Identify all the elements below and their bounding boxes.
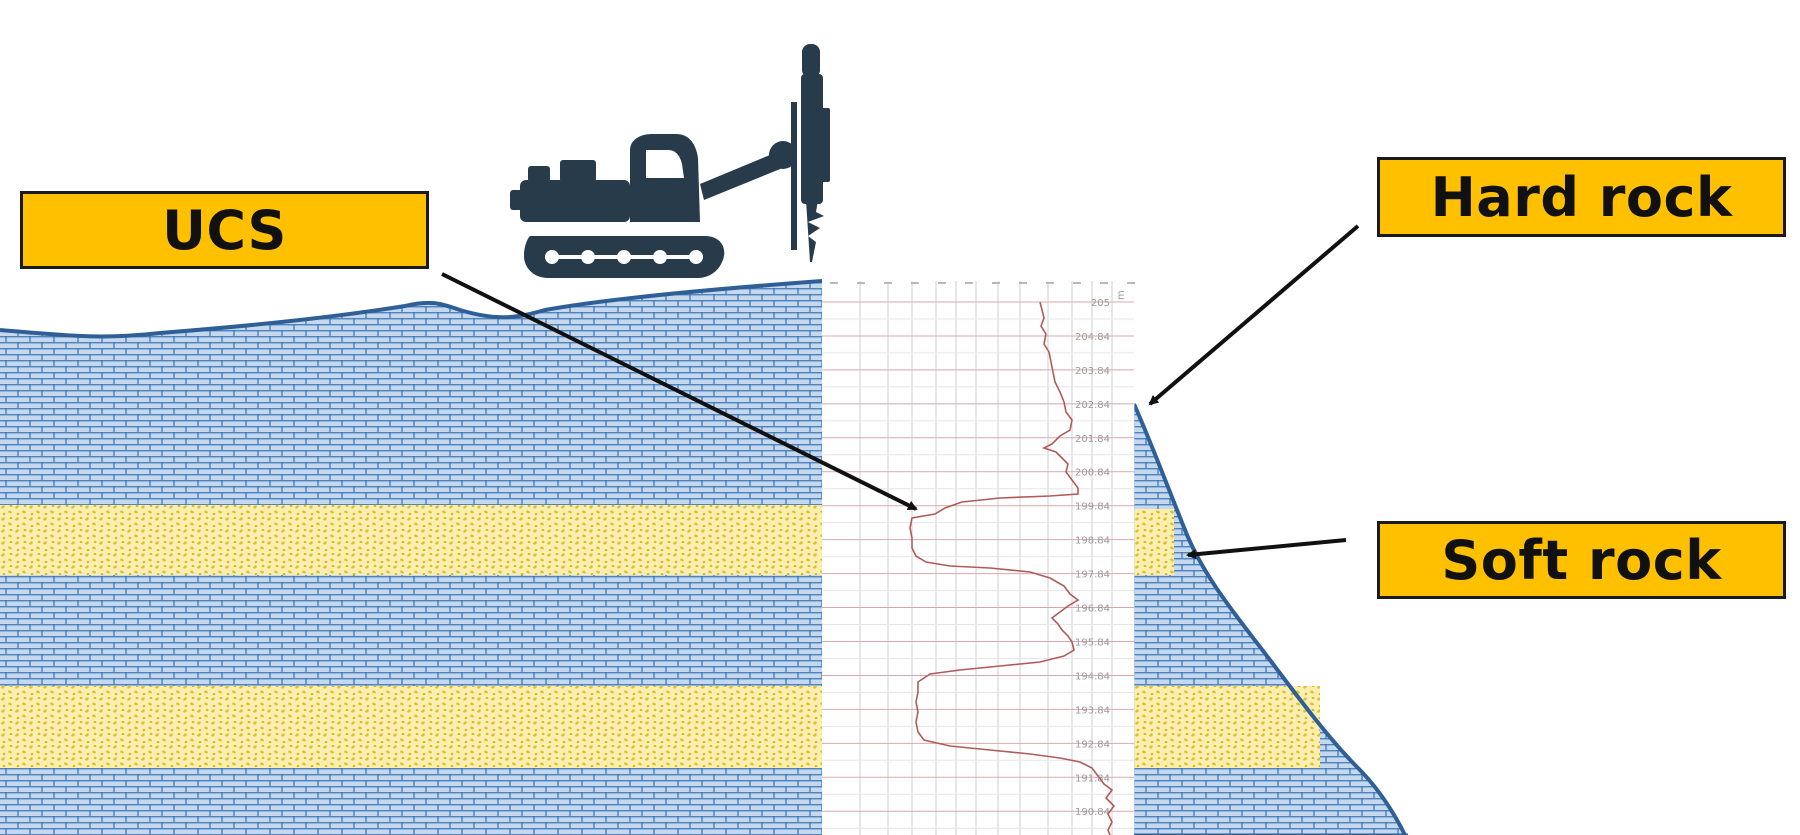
log-depth-tick-label: 204.84 (1075, 332, 1110, 343)
slope-line (1132, 403, 1407, 835)
drill-rig-icon (510, 44, 830, 278)
soft-rock-layer-right-upper (1134, 509, 1174, 575)
right-rock-section (1134, 404, 1405, 835)
ucs-curve (909, 301, 1116, 835)
ucs-leader-arrow (441, 272, 918, 511)
left-rock-section (0, 281, 822, 835)
ground-surface-line (0, 279, 823, 339)
log-depth-tick-label: 190.84 (1075, 807, 1110, 818)
log-depth-tick-label: 196.84 (1075, 604, 1110, 615)
soft-rock-layer-lower (0, 686, 822, 768)
soft-rock-label: Soft rock (1377, 521, 1786, 599)
log-depth-tick-label: 197.84 (1075, 570, 1110, 581)
log-depth-tick-label: 199.84 (1075, 502, 1110, 513)
log-depth-tick-label: 201.84 (1075, 434, 1110, 445)
log-depth-tick-label: 191.84 (1075, 773, 1110, 784)
hard-rock-label: Hard rock (1377, 157, 1786, 237)
log-depth-tick-label: 205 (1091, 298, 1110, 309)
log-depth-tick-label: 202.84 (1075, 400, 1110, 411)
log-background (822, 281, 1134, 835)
log-depth-tick-label: 195.84 (1075, 637, 1110, 648)
soft-rock-leader-arrow (1186, 538, 1347, 560)
log-depth-tick-label: 200.84 (1075, 468, 1110, 479)
log-depth-tick-label: 192.84 (1075, 739, 1110, 750)
hard-rock-layer-right (1134, 404, 1405, 835)
log-grid (822, 281, 1135, 835)
log-depth-tick-label: 198.84 (1075, 536, 1110, 547)
soft-rock-layer-right-lower (1134, 686, 1320, 768)
log-depth-ticks: 205 204.84 203.84 202.84 201.84 200.84 199.84 1… (1075, 290, 1127, 818)
soft-rock-layer-upper (0, 505, 822, 575)
hard-rock-leader-arrow (1148, 224, 1360, 406)
log-depth-tick-label: 194.84 (1075, 671, 1110, 682)
log-depth-tick-label: 193.84 (1075, 705, 1110, 716)
borehole-log-strip: 205 204.84 203.84 202.84 201.84 200.84 199.84 1… (822, 281, 1135, 835)
log-depth-tick-label: 203.84 (1075, 366, 1110, 377)
log-header-tick: m (1116, 290, 1127, 300)
ucs-label: UCS (20, 191, 429, 269)
